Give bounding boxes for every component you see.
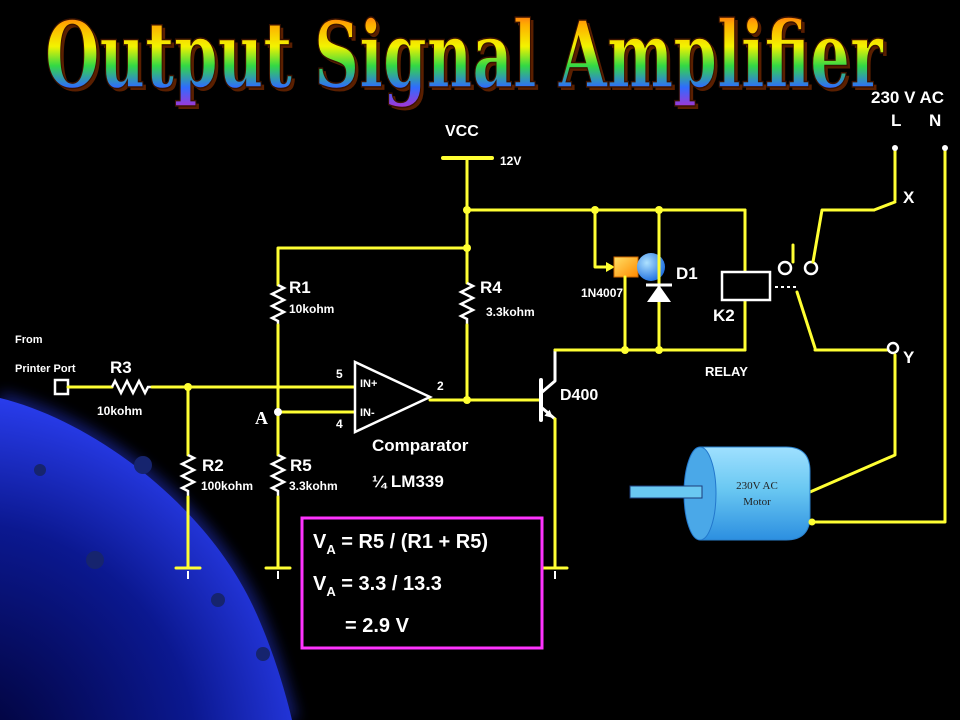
comparator-label: Comparator [372,436,469,455]
bubble [86,551,104,569]
x-terminal-label: X [903,188,915,207]
r1-resistor [269,283,287,325]
y-terminal-label: Y [903,348,915,367]
motor: 230V AC Motor [629,446,811,541]
y-terminal [886,341,900,355]
d1-part: 1N4007 [581,286,623,300]
r2-value: 100kohm [201,479,253,493]
k2-label: K2 [713,306,735,325]
background-swoosh [0,398,292,720]
y-to-motor-wire [808,353,897,494]
transistor-collector [539,348,557,395]
ground-symbol [541,566,569,579]
equation-line-2-sub: A [326,584,336,599]
bubble [211,593,225,607]
junction-dots [184,206,663,416]
junction-dot [621,346,629,354]
bubble [34,464,46,476]
node-a-label: A [255,408,268,428]
neutral-terminal [942,145,948,151]
background-bubbles [34,456,270,661]
junction-dot [655,206,663,214]
comparator-pin-2: 2 [437,379,444,393]
r2-resistor [179,453,197,497]
equation-line-1-rest: = R5 / (R1 + R5) [336,531,488,553]
comparator-in-plus: IN+ [360,378,377,390]
input-from-label: From [15,334,43,346]
equation-line-3: = 2.9 V [345,615,410,637]
r5-label: R5 [290,456,312,475]
page-title: Output Signal Amplifier [45,1,884,109]
comparator-pin-5: 5 [336,367,343,381]
equation-line-2: VA = 3.3 / 13.3 [313,573,442,599]
junction-dot [463,206,471,214]
vcc-label: VCC [445,123,479,140]
equation-box [300,516,544,650]
motor-label-line2: Motor [743,496,771,508]
equation-line-2-rest: = 3.3 / 13.3 [336,573,442,595]
r4-label: R4 [480,278,502,297]
d1-label: D1 [676,264,698,283]
junction-dot [184,383,192,391]
ground-symbol [174,566,202,579]
neutral-wire [810,146,947,524]
junction-dot [655,346,663,354]
input-port-label: Printer Port [15,363,76,375]
motor-body [699,446,811,541]
r3-label: R3 [110,358,132,377]
r2-label: R2 [202,456,224,475]
junction-dot [463,396,471,404]
line-terminal [892,145,898,151]
junction-dot [591,206,599,214]
bubble [256,647,270,661]
motor-label-line1: 230V AC [736,480,778,492]
switch-arm [795,290,817,350]
switch-contact-left [777,260,793,276]
transistor-emitter-arrow [544,409,553,418]
transistor-label: D400 [560,387,598,404]
mains-neutral-label: N [929,111,941,130]
mains-line-label: L [891,111,901,130]
equation-line-1-var: V [313,531,327,553]
x-contact-wire [811,208,876,264]
ground-symbol [264,566,292,579]
junction-dot [808,518,816,526]
motor-shaft [629,485,703,499]
r4-value: 3.3kohm [486,305,535,319]
r3-value: 10kohm [97,404,142,418]
indicator-feed-wire [593,208,610,269]
r5-resistor [269,453,287,497]
page-title-shadow: Output Signal Amplifier [48,4,887,112]
comparator-in-minus: IN- [360,407,375,419]
comparator-part: ¼ LM339 [372,472,444,491]
equation-line-1: VA = R5 / (R1 + R5) [313,531,488,557]
bubble [134,456,152,474]
r1-label: R1 [289,278,311,297]
indicator-lamp-bulb [637,253,665,281]
r4-resistor [458,281,476,325]
r5-value: 3.3kohm [289,479,338,493]
comparator-pin-4: 4 [336,417,343,431]
switch-contact-right [803,260,819,276]
comparator-symbol [353,360,433,434]
r1-top-wire [276,246,469,287]
junction-dot [463,244,471,252]
x-switch-blade [872,200,897,212]
equation-line-2-var: V [313,573,327,595]
relay-label: RELAY [705,364,748,379]
relay-coil [720,270,772,302]
node-a-dot [274,408,282,416]
d1-diode-triangle [647,285,671,302]
equation-line-1-sub: A [326,542,336,557]
mains-label: 230 V AC [871,88,944,107]
indicator-lamp-body [613,256,639,278]
r1-value: 10kohm [289,302,334,316]
r3-resistor [110,378,152,396]
vcc-voltage: 12V [500,154,521,168]
indicator-arrow [606,262,615,272]
